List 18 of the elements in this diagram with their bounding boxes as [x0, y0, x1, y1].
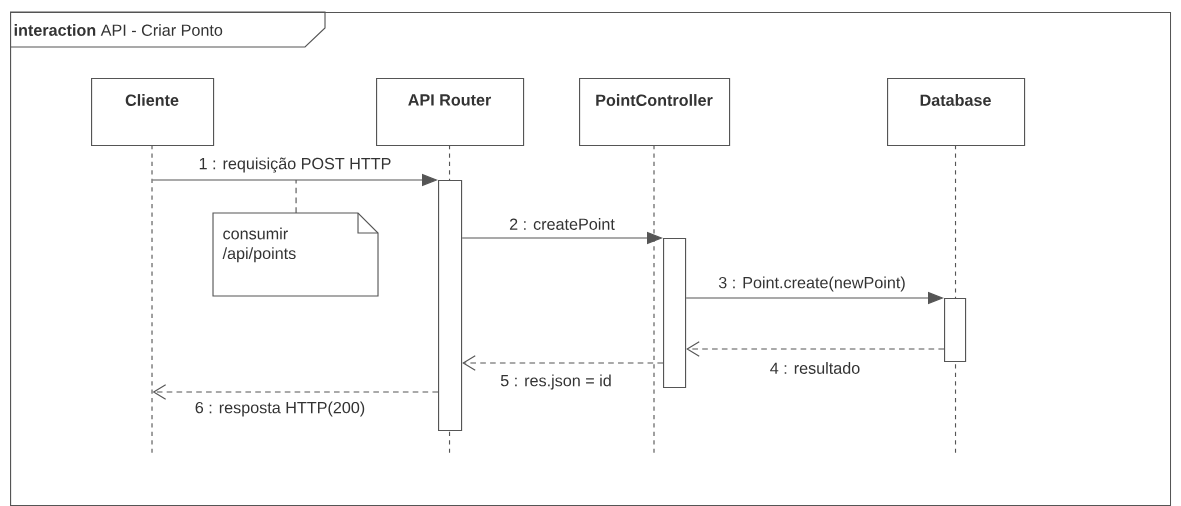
activation-bar — [944, 298, 967, 363]
return-message-arrow — [686, 341, 945, 357]
note: consumir /api/points — [212, 212, 379, 297]
edge-label: 5 : res.json = id — [498, 373, 614, 391]
edge-label: 1 : requisição POST HTTP — [197, 156, 393, 174]
edge-label: 3 : Point.create(newPoint) — [716, 275, 908, 293]
activation-bar — [438, 180, 463, 432]
activation-bar — [663, 238, 687, 389]
edge-label: 2 : createPoint — [507, 216, 617, 232]
edge-label: 6 : resposta HTTP(200) — [193, 400, 367, 418]
lifeline-box: PointController — [579, 78, 731, 147]
lifeline-box: Cliente — [91, 78, 215, 147]
note-connector — [295, 179, 297, 214]
lifeline-box: Database — [887, 78, 1026, 147]
edge-label: 4 : resultado — [768, 360, 862, 376]
return-message-arrow — [462, 355, 664, 371]
lifeline-box: API Router — [376, 78, 525, 147]
return-message-arrow — [152, 384, 439, 400]
